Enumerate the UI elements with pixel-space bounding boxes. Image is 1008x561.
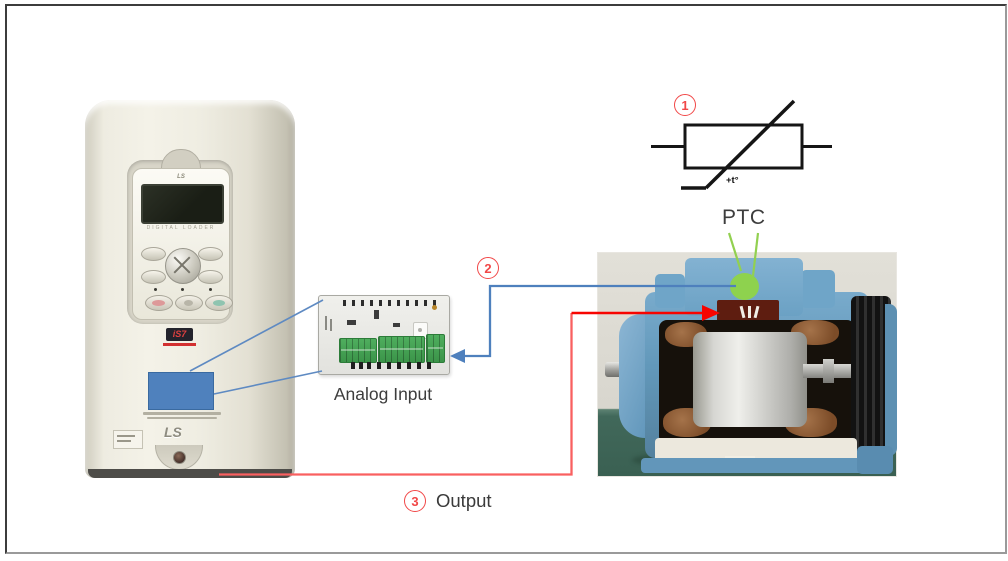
- vent-slot: [424, 300, 427, 306]
- vent-slot: [361, 300, 364, 306]
- terminal-cover-highlight-rect: [148, 372, 214, 410]
- side-slot: [325, 316, 327, 330]
- output-caption-row: 3 Output: [404, 490, 492, 512]
- pin-slot: [387, 362, 391, 369]
- keypad-run-button: [205, 295, 233, 311]
- pin-slot: [407, 362, 411, 369]
- callout-1: 1: [674, 94, 696, 116]
- analog-input-board-photo: [318, 295, 450, 375]
- pin-slot: [417, 362, 421, 369]
- brass-screw: [432, 305, 437, 310]
- thermistor-temp-label: +t°: [726, 175, 739, 186]
- ls-brand-logo: LS: [164, 424, 182, 440]
- terminal-pin: [753, 305, 760, 319]
- is7-badge-underline: [163, 343, 196, 346]
- pin-slot: [377, 362, 381, 369]
- smd-chip: [347, 320, 356, 325]
- terminal-pin: [748, 306, 751, 318]
- keypad-esc-button: [198, 247, 223, 261]
- output-label: Output: [436, 490, 492, 511]
- terminal-strip: [378, 336, 425, 363]
- pin-slot: [397, 362, 401, 369]
- motor-cutaway-photo: [597, 252, 897, 477]
- vent-slot: [397, 300, 400, 306]
- terminal-box-wing: [801, 270, 835, 308]
- vent-slot: [388, 300, 391, 306]
- pin-slot: [367, 362, 371, 369]
- keypad-led-dot: [154, 288, 157, 291]
- vent-slot: [352, 300, 355, 306]
- callout-2: 2: [477, 257, 499, 279]
- vent-slot: [406, 300, 409, 306]
- is7-model-badge: iS7: [166, 328, 193, 341]
- ptc-sensor-marker: [730, 273, 759, 300]
- analog-input-label: Analog Input: [333, 384, 433, 404]
- keypad-led-dot: [181, 288, 184, 291]
- pin-slot: [351, 362, 355, 369]
- lcd-caption-text: DIGITAL LOADER: [146, 225, 216, 231]
- fan-housing-edge: [885, 304, 897, 456]
- motor-foot: [857, 446, 893, 474]
- keypad-shift-button: [141, 270, 166, 284]
- terminal-strip: [339, 338, 377, 363]
- spec-text-illegible: [143, 412, 221, 415]
- vent-slot: [379, 300, 382, 306]
- terminal-box-wing: [655, 274, 685, 308]
- keypad-mode-button: [141, 247, 166, 261]
- smd-chip: [374, 310, 379, 319]
- keypad-panel: LS DIGITAL LOADER: [132, 168, 233, 320]
- keypad-nav-button: [165, 248, 201, 284]
- callout-3: 3: [404, 490, 426, 512]
- pin-slot: [359, 362, 363, 369]
- inverter-photo: LS DIGITAL LOADER iS7 LS: [85, 100, 295, 478]
- keypad-brand-logo: LS: [177, 174, 185, 180]
- rating-sticker: [113, 430, 143, 449]
- terminal-pin: [739, 305, 746, 319]
- spec-text-illegible: [147, 417, 217, 419]
- keypad-prog-button: [175, 295, 203, 311]
- pin-slot: [427, 362, 431, 369]
- ptc-label: PTC: [722, 206, 766, 229]
- keypad-mult-button: [198, 270, 223, 284]
- vent-slot: [433, 300, 436, 306]
- fan-housing-ribs: [851, 296, 891, 464]
- keypad-stop-button: [145, 295, 173, 311]
- keypad-led-dot: [209, 288, 212, 291]
- motor-base: [641, 458, 875, 473]
- rotor-core: [693, 332, 807, 427]
- smd-chip: [393, 323, 400, 327]
- vent-slot: [415, 300, 418, 306]
- inverter-base-strip: [88, 469, 292, 478]
- bottom-screw: [173, 451, 186, 464]
- vent-slot: [370, 300, 373, 306]
- terminal-strip: [426, 334, 445, 363]
- vent-slot: [343, 300, 346, 306]
- side-slot: [330, 319, 332, 331]
- bearing-collar: [823, 359, 834, 383]
- lcd-display: [141, 184, 224, 224]
